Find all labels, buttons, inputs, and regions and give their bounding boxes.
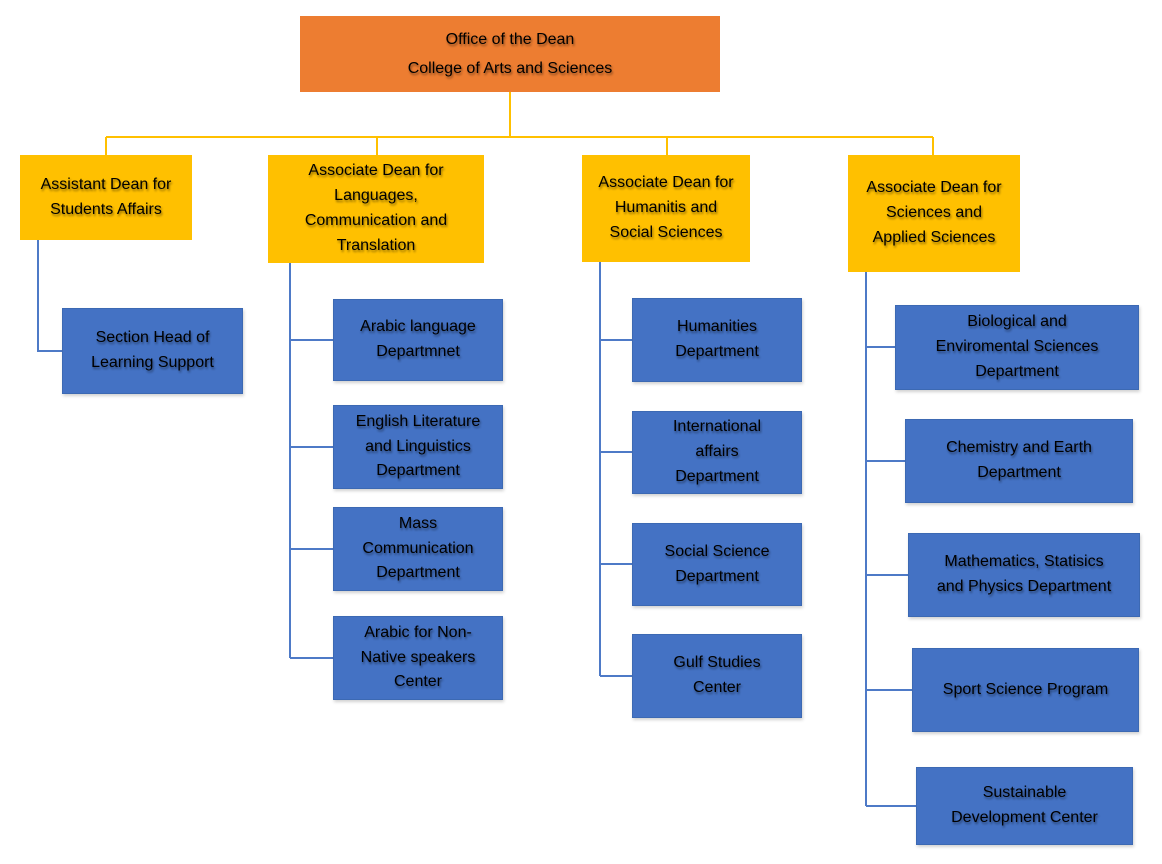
node-sport-science-program: Sport Science Program <box>912 648 1139 732</box>
node-associate-dean-humanities-social-sciences: Associate Dean for Humanitis and Social … <box>582 155 750 262</box>
root-title-line1: Office of the Dean <box>445 31 575 49</box>
node-arabic-language-department: Arabic language Departmnet <box>333 299 503 381</box>
branch-1-children-connector <box>37 240 62 352</box>
branch-3-children-connector <box>599 262 632 677</box>
node-mathematics-statistics-physics-department: Mathematics, Statisics and Physics Depar… <box>908 533 1140 617</box>
branch-2-children-connector <box>289 263 333 659</box>
node-english-literature-linguistics-department: English Literature and Linguistics Depar… <box>333 405 503 489</box>
node-office-of-the-dean: Office of the Dean College of Arts and S… <box>300 16 720 92</box>
node-gulf-studies-center: Gulf Studies Center <box>632 634 802 718</box>
node-humanities-department: Humanities Department <box>632 298 802 382</box>
root-title-line2: College of Arts and Sciences <box>407 59 613 77</box>
node-associate-dean-languages-communication-translation: Associate Dean for Languages, Communicat… <box>268 155 484 263</box>
node-associate-dean-sciences-applied-sciences: Associate Dean for Sciences and Applied … <box>848 155 1020 272</box>
node-arabic-non-native-speakers-center: Arabic for Non- Native speakers Center <box>333 616 503 700</box>
node-section-head-learning-support: Section Head of Learning Support <box>62 308 243 394</box>
node-chemistry-earth-department: Chemistry and Earth Department <box>905 419 1133 503</box>
node-international-affairs-department: International affairs Department <box>632 411 802 494</box>
node-biological-environmental-sciences-department: Biological and Enviromental Sciences Dep… <box>895 305 1139 390</box>
top-level-connectors <box>105 92 934 155</box>
node-assistant-dean-students-affairs: Assistant Dean for Students Affairs <box>20 155 192 240</box>
node-sustainable-development-center: Sustainable Development Center <box>916 767 1133 845</box>
node-mass-communication-department: Mass Communication Department <box>333 507 503 591</box>
node-social-science-department: Social Science Department <box>632 523 802 606</box>
